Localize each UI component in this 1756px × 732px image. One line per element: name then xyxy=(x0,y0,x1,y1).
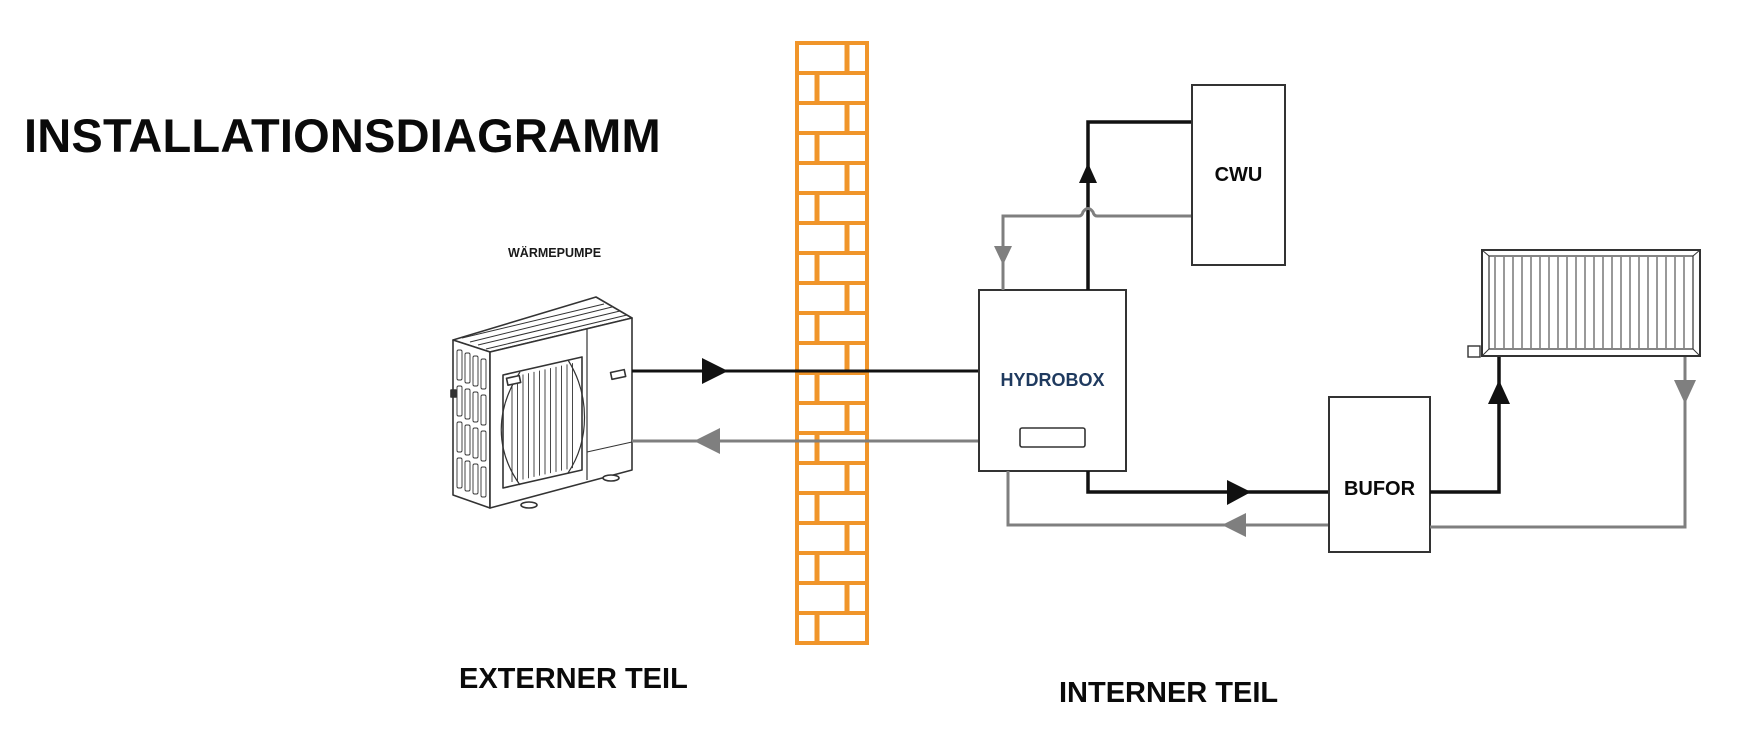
side-vent xyxy=(464,388,471,420)
side-vent xyxy=(480,430,487,462)
outdoor-heat-pump-icon xyxy=(450,296,633,509)
side-vent xyxy=(480,466,487,498)
brick-row xyxy=(795,101,869,135)
cwu-label: CWU xyxy=(1214,164,1263,186)
side-vent xyxy=(472,355,479,387)
brick-row xyxy=(795,581,869,615)
return-pipe-hydrobox-heatpump xyxy=(632,428,979,454)
radiator-valve-icon xyxy=(1467,345,1481,358)
radiator-icon xyxy=(1467,249,1701,358)
hydrobox-display xyxy=(1019,427,1086,448)
brick-row xyxy=(795,161,869,195)
brick-row xyxy=(795,251,869,285)
return-arrow-icon xyxy=(994,246,1012,265)
brick-row xyxy=(795,221,869,255)
supply-pipe-hydrobox-bufor xyxy=(1086,471,1329,505)
side-vent xyxy=(456,457,463,489)
hydrobox-label: HYDROBOX xyxy=(1000,370,1105,390)
side-vent xyxy=(464,460,471,492)
return-pipe-cwu-hydrobox xyxy=(994,207,1192,290)
brick-row xyxy=(795,131,869,165)
brick-row xyxy=(795,311,869,345)
return-arrow-icon xyxy=(1222,513,1246,537)
brick-row xyxy=(795,431,869,465)
side-vent xyxy=(456,349,463,381)
side-vent xyxy=(472,427,479,459)
supply-arrow-icon xyxy=(1227,480,1251,505)
supply-arrow-icon xyxy=(1488,380,1510,404)
brick-row xyxy=(795,461,869,495)
brick-row xyxy=(795,71,869,105)
heat-pump-label: WÄRMEPUMPE xyxy=(508,246,602,260)
supply-arrow-icon xyxy=(702,358,728,384)
side-vent xyxy=(472,391,479,423)
side-vent xyxy=(456,421,463,453)
brick-row xyxy=(795,371,869,405)
return-arrow-icon xyxy=(1674,380,1696,404)
return-pipe-bufor-hydrobox xyxy=(1006,471,1329,537)
brick-row xyxy=(795,341,869,375)
bufor-label: BUFOR xyxy=(1343,478,1416,500)
side-vent xyxy=(480,394,487,426)
internal-part-label: INTERNER TEIL xyxy=(1059,677,1279,709)
brick-row xyxy=(795,401,869,435)
brick-wall-icon xyxy=(795,41,869,645)
return-pipe-radiator-bufor xyxy=(1430,356,1696,529)
supply-pipe-heatpump-hydrobox xyxy=(632,358,979,384)
brick-row xyxy=(795,191,869,225)
side-vent xyxy=(480,358,487,390)
return-arrow-icon xyxy=(694,428,720,454)
bufor-tank xyxy=(1328,396,1431,553)
hydrobox-unit xyxy=(978,289,1127,472)
brick-row xyxy=(795,281,869,315)
cwu-tank xyxy=(1191,84,1286,266)
supply-pipe-bufor-radiator xyxy=(1430,356,1510,494)
external-part-label: EXTERNER TEIL xyxy=(459,663,688,695)
diagram-title: INSTALLATIONSDIAGRAMM xyxy=(24,109,661,162)
brick-row xyxy=(795,611,869,645)
brick-row xyxy=(795,41,869,75)
side-vent xyxy=(456,385,463,417)
supply-pipe-hydrobox-cwu xyxy=(1079,120,1192,290)
brick-row xyxy=(795,551,869,585)
brick-row xyxy=(795,491,869,525)
supply-arrow-icon xyxy=(1079,163,1097,183)
side-vent xyxy=(464,424,471,456)
brick-row xyxy=(795,521,869,555)
side-vent xyxy=(472,463,479,495)
side-vent xyxy=(464,352,471,384)
